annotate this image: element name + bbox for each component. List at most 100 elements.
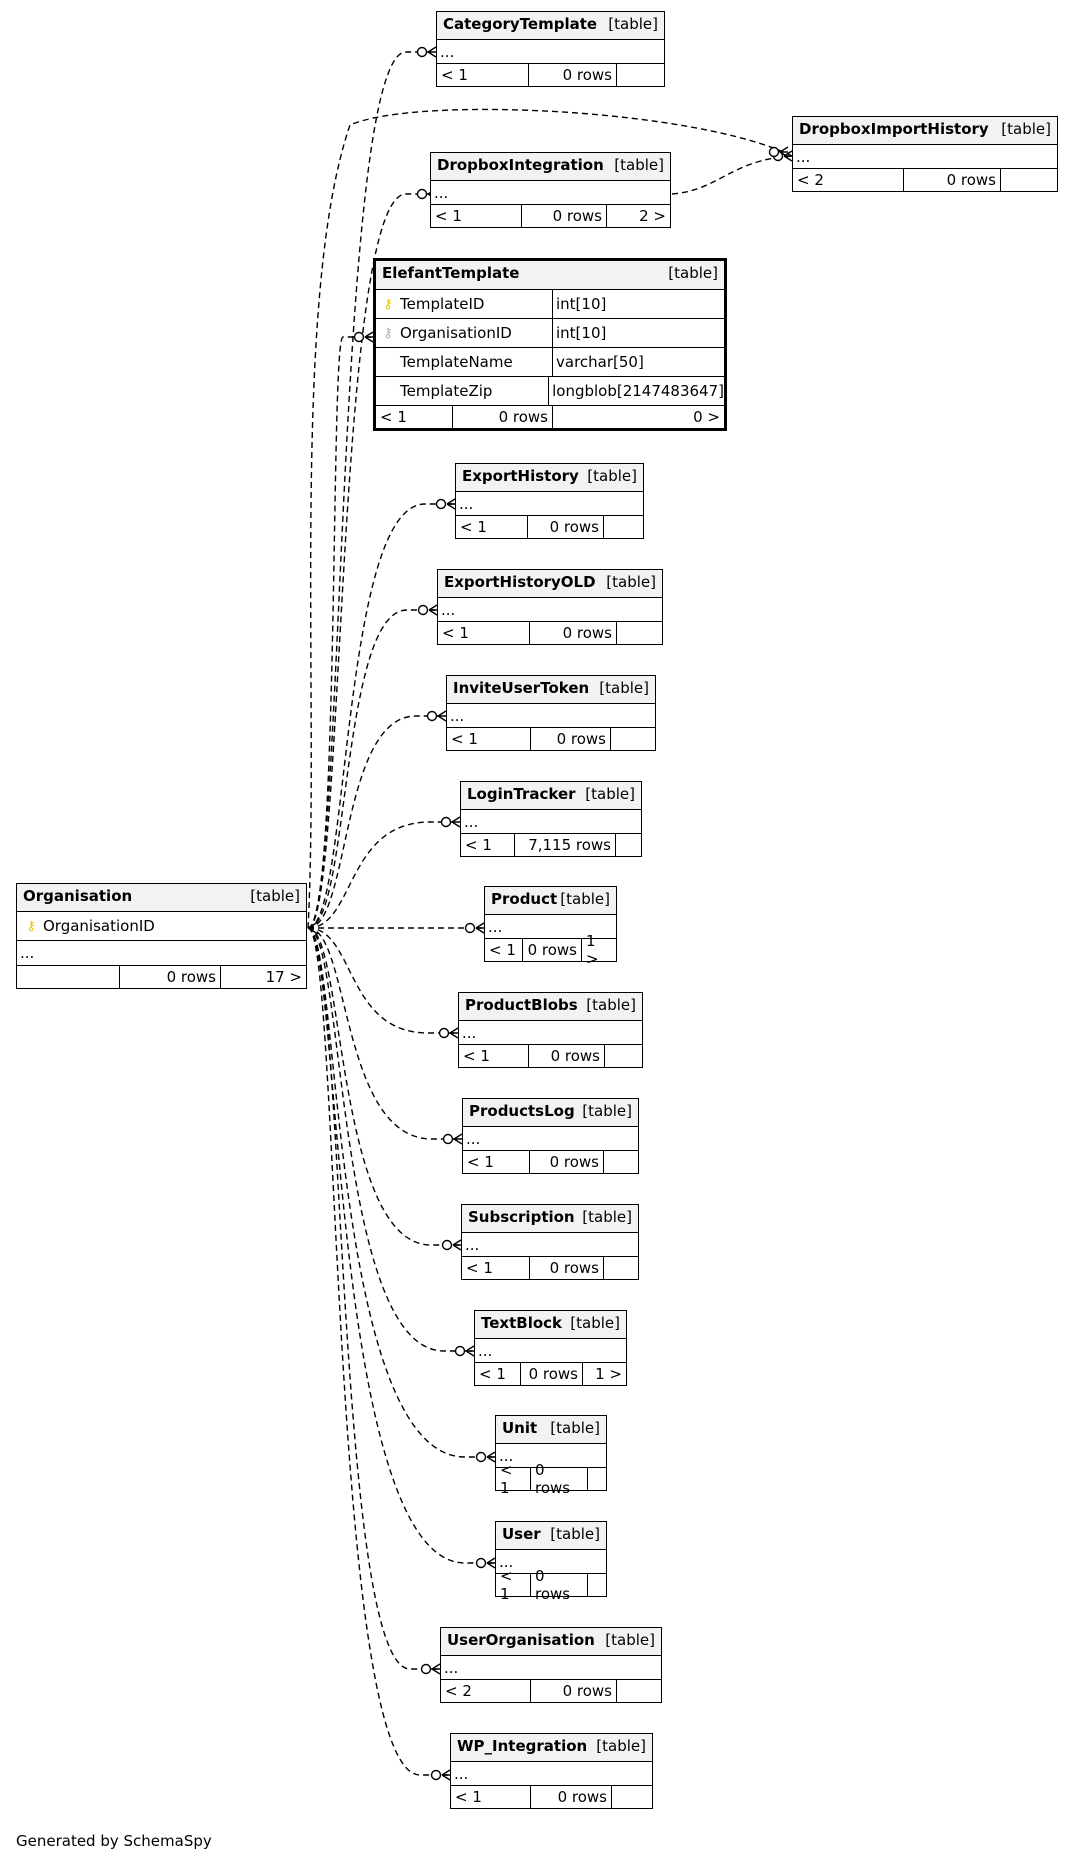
children-count[interactable]: 0 >: [693, 408, 720, 426]
row-count: 0 rows: [453, 406, 553, 428]
table-name: DropboxImportHistory: [799, 120, 989, 138]
table-type-label: [table]: [560, 890, 610, 908]
parents-count[interactable]: < 1: [437, 64, 529, 86]
crows-foot-marker: [417, 604, 438, 616]
relationship-edge: [307, 927, 438, 1670]
parents-count[interactable]: < 1: [461, 834, 515, 856]
table-name: Unit: [502, 1419, 538, 1437]
table-name: Product: [491, 890, 558, 908]
row-count: 0 rows: [523, 939, 582, 961]
table-elefanttemplate[interactable]: ElefantTemplate [table] ⚷ TemplateID int…: [373, 258, 727, 431]
table-name: UserOrganisation: [447, 1631, 595, 1649]
parents-count[interactable]: < 1: [447, 728, 531, 750]
columns-ellipsis: ...: [450, 706, 465, 725]
table-name: Subscription: [468, 1208, 575, 1226]
parents-count[interactable]: < 1: [459, 1045, 529, 1067]
parents-count[interactable]: < 1: [456, 516, 528, 538]
table-name: ExportHistory: [462, 467, 579, 485]
children-count[interactable]: [612, 1786, 652, 1808]
relationship-edge: [307, 927, 456, 1034]
generated-by-label: Generated by SchemaSpy: [16, 1832, 212, 1850]
children-count[interactable]: 2 >: [639, 207, 666, 225]
table-type-label: [table]: [608, 15, 658, 33]
row-count: 0 rows: [120, 966, 221, 988]
parents-count[interactable]: < 2: [793, 169, 904, 191]
children-count[interactable]: 1 >: [595, 1365, 622, 1383]
column-name: TemplateID: [400, 295, 485, 313]
crows-foot-marker: [353, 331, 374, 343]
parents-count[interactable]: < 1: [496, 1461, 531, 1497]
parents-count[interactable]: [17, 966, 120, 988]
table-type-label: [table]: [587, 467, 637, 485]
children-count[interactable]: [604, 1257, 638, 1279]
columns-ellipsis: ...: [459, 494, 474, 513]
table-type-label: [table]: [582, 1208, 632, 1226]
children-count[interactable]: 1 >: [586, 932, 599, 968]
children-count[interactable]: [588, 1574, 606, 1596]
table-name: LoginTracker: [467, 785, 576, 803]
crows-foot-marker: [768, 146, 789, 158]
column-name: TemplateZip: [400, 382, 493, 400]
crows-foot-marker: [426, 710, 447, 722]
relationship-edge: [307, 927, 459, 1246]
parents-count[interactable]: < 1: [463, 1151, 530, 1173]
relationship-edge: [307, 609, 435, 929]
table-name: Organisation: [23, 887, 133, 905]
table-type-label: [table]: [582, 1102, 632, 1120]
children-count[interactable]: [1001, 169, 1057, 191]
columns-ellipsis: ...: [454, 1764, 469, 1783]
parents-count[interactable]: < 1: [431, 205, 522, 227]
parents-count[interactable]: < 1: [462, 1257, 530, 1279]
table-organisation[interactable]: Organisation [table] ⚷ OrganisationID ..…: [16, 883, 307, 989]
parents-count[interactable]: < 1: [496, 1567, 531, 1603]
table-type-label: [table]: [596, 1737, 646, 1755]
children-count[interactable]: [616, 834, 641, 856]
table-name: ProductBlobs: [465, 996, 578, 1014]
parents-count[interactable]: < 1: [485, 939, 523, 961]
children-count[interactable]: [617, 622, 662, 644]
table-type-label: [table]: [605, 1631, 655, 1649]
column-type: int[10]: [556, 324, 607, 342]
relationship-edge: [307, 715, 444, 929]
relationship-edge: [307, 51, 434, 929]
crows-foot-marker: [420, 1663, 441, 1675]
column-type: longblob[2147483647]: [552, 382, 724, 400]
children-count[interactable]: [605, 1045, 642, 1067]
crows-foot-marker: [475, 1451, 496, 1463]
relationship-edge: [307, 927, 448, 1776]
parents-count[interactable]: < 2: [441, 1680, 531, 1702]
children-count[interactable]: [617, 1680, 661, 1702]
row-count: 0 rows: [531, 1461, 588, 1497]
children-count[interactable]: [588, 1468, 606, 1490]
columns-ellipsis: ...: [465, 1235, 480, 1254]
foreign-key-icon: ⚷: [383, 325, 393, 341]
parents-count[interactable]: < 1: [475, 1363, 521, 1385]
children-count[interactable]: [604, 516, 643, 538]
table-name: ExportHistoryOLD: [444, 573, 596, 591]
crows-foot-marker: [464, 922, 485, 934]
parents-count[interactable]: < 1: [451, 1786, 531, 1808]
column-name: OrganisationID: [43, 917, 155, 935]
parents-count[interactable]: < 1: [376, 406, 453, 428]
children-count[interactable]: [604, 1151, 638, 1173]
parents-count[interactable]: < 1: [438, 622, 530, 644]
children-count[interactable]: [617, 64, 664, 86]
children-count[interactable]: [611, 728, 655, 750]
children-count[interactable]: 17 >: [265, 968, 302, 986]
